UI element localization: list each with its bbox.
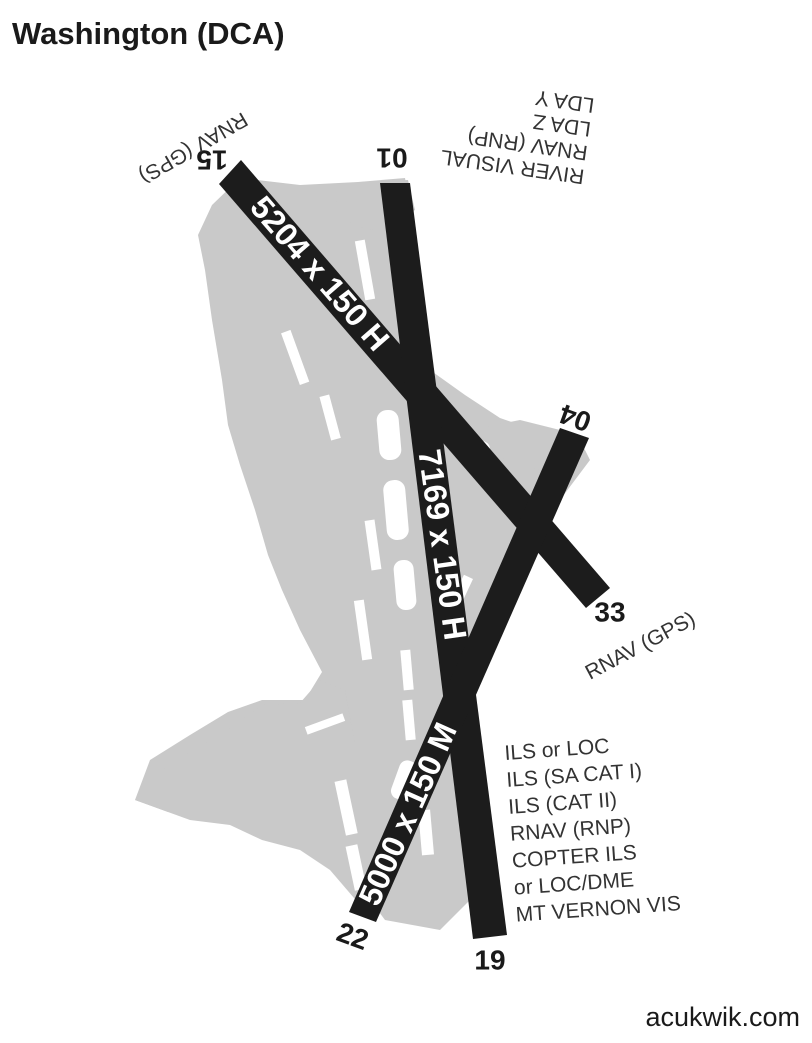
runway-end-01: 19 — [474, 944, 505, 975]
south-apron — [135, 680, 390, 910]
approaches-rwy01: ILS or LOC ILS (SA CAT I) ILS (CAT II) R… — [504, 735, 682, 927]
airport-area — [135, 178, 590, 930]
taxiway-mark — [390, 760, 418, 800]
runways — [219, 160, 610, 939]
taxiway-mark — [364, 519, 382, 571]
runway-end-04: 22 — [333, 916, 373, 956]
runway-end-33: 33 — [594, 596, 625, 627]
taxiway-mark — [418, 809, 434, 856]
credit-text: acukwik.com — [645, 1002, 800, 1032]
runway-4-22 — [349, 428, 589, 922]
runway-end-15: 15 — [196, 145, 227, 176]
approach-rwy01-3: RNAV (RNP) — [509, 814, 631, 845]
approach-rwy01-2: ILS (CAT II) — [508, 788, 618, 819]
taxiway-mark — [353, 599, 373, 661]
taxiway-mark — [354, 239, 376, 301]
taxiway-mark — [345, 844, 367, 891]
taxiway-mark — [304, 713, 346, 735]
approach-rwy01-0: ILS or LOC — [504, 735, 610, 765]
taxiway-mark — [400, 649, 414, 691]
page-title: Washington (DCA) — [12, 16, 285, 51]
approach-rwy01-4: COPTER ILS — [511, 841, 637, 873]
taxiway-mark — [393, 559, 417, 611]
approach-rwy01-5: or LOC/DME — [513, 868, 634, 899]
taxiway-mark — [376, 409, 402, 461]
taxiway-mark — [281, 329, 310, 386]
taxiway-mark — [383, 479, 409, 541]
taxiway-mark — [319, 394, 341, 441]
runway-end-19: 01 — [376, 143, 407, 174]
approach-rwy01-1: ILS (SA CAT I) — [506, 760, 643, 792]
approaches-rwy19: RIVER VISUAL RNAV (RNP) LDA Z LDA Y — [439, 86, 596, 188]
taxiway-mark — [402, 699, 416, 741]
taxiway-mark — [334, 779, 358, 836]
runway-1-19 — [380, 183, 507, 939]
